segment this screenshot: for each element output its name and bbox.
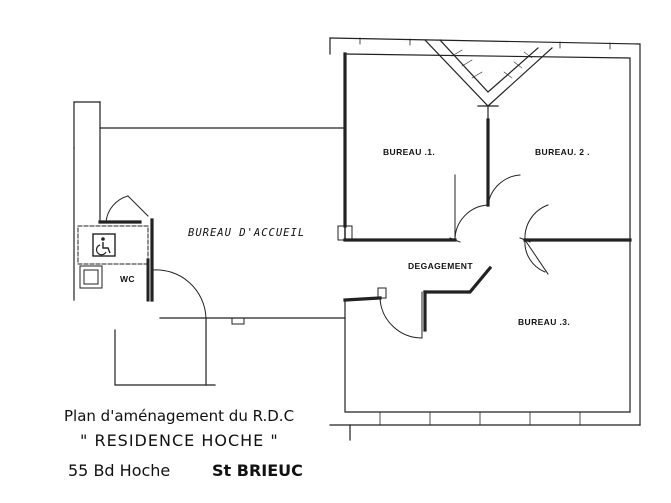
wc-room bbox=[77, 225, 150, 302]
room-label-bureau-1: BUREAU .1. bbox=[383, 147, 435, 157]
room-label-bureau-3: BUREAU .3. bbox=[518, 317, 570, 327]
room-label-accueil: BUREAU D'ACCUEIL bbox=[188, 227, 305, 239]
wall-ticks bbox=[231, 225, 531, 325]
caption-line-3-address: 55 Bd Hoche bbox=[68, 461, 170, 480]
caption-line-3-city: St BRIEUC bbox=[212, 461, 303, 480]
room-label-bureau-2: BUREAU. 2 . bbox=[535, 147, 590, 157]
door-swings bbox=[105, 174, 549, 339]
caption-line-2: " RESIDENCE HOCHE " bbox=[80, 431, 279, 450]
roof-notches bbox=[359, 37, 611, 426]
room-label-degagement: DEGAGEMENT bbox=[408, 261, 473, 271]
wheelchair-icon bbox=[92, 233, 116, 257]
interior-walls bbox=[98, 118, 632, 332]
room-label-wc: WC bbox=[120, 274, 135, 284]
v-structure bbox=[424, 39, 553, 121]
caption-line-1: Plan d'aménagement du R.D.C bbox=[64, 407, 294, 425]
